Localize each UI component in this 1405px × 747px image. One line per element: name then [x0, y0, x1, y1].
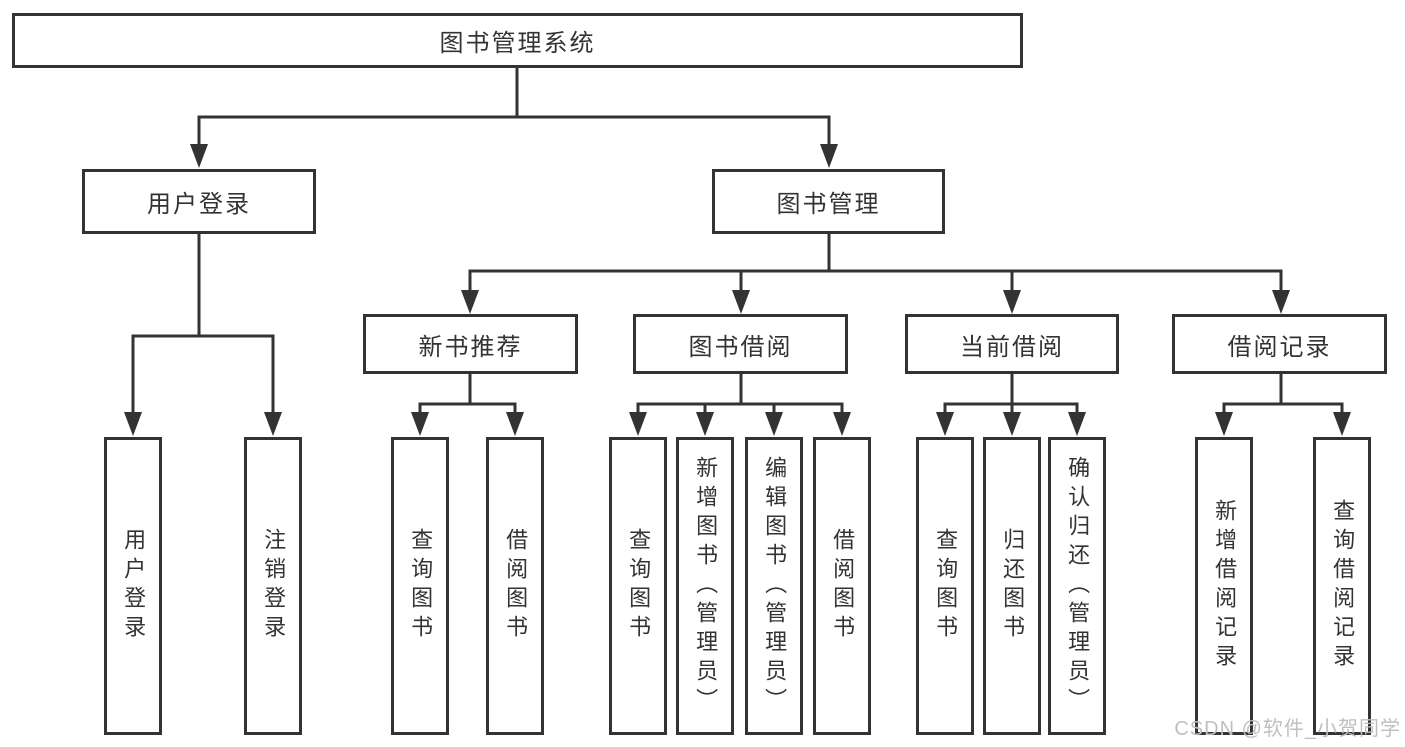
arrowhead — [732, 290, 750, 314]
arrowheads — [124, 144, 1351, 436]
arrowhead — [124, 412, 142, 436]
leaf-borrow-add-books-admin-label: 新增图书（管理员） — [693, 455, 719, 717]
node-library-system-label: 图书管理系统 — [439, 30, 596, 57]
leaf-borrow-add-books-admin: 新增图书（管理员） — [676, 437, 734, 735]
leaf-newbook-borrow-books-label: 借阅图书 — [503, 528, 529, 644]
node-book-management: 图书管理 — [712, 169, 945, 234]
csdn-watermark: CSDN @软件_小贺同学 — [1174, 718, 1401, 740]
leaf-records-add-record-label: 新增借阅记录 — [1212, 499, 1238, 673]
arrowhead — [1333, 412, 1351, 436]
leaf-newbook-query-books-label: 查询图书 — [408, 528, 434, 644]
leaf-user-login-label: 用户登录 — [121, 528, 147, 644]
arrowhead — [1068, 412, 1086, 436]
leaf-records-query-record: 查询借阅记录 — [1313, 437, 1371, 735]
leaf-user-login: 用户登录 — [104, 437, 162, 735]
leaf-records-add-record: 新增借阅记录 — [1195, 437, 1253, 735]
arrowhead — [411, 412, 429, 436]
leaf-logout-label: 注销登录 — [261, 528, 287, 644]
node-new-book-recommend: 新书推荐 — [363, 314, 578, 374]
connector-paths — [131, 68, 1344, 414]
arrowhead — [264, 412, 282, 436]
arrowhead — [1272, 290, 1290, 314]
leaf-current-confirm-return-admin: 确认归还（管理员） — [1048, 437, 1106, 735]
leaf-borrow-edit-books-admin-label: 编辑图书（管理员） — [762, 455, 788, 717]
leaf-current-query-books: 查询图书 — [916, 437, 974, 735]
arrowhead — [1003, 412, 1021, 436]
leaf-records-query-record-label: 查询借阅记录 — [1330, 499, 1356, 673]
arrowhead — [1215, 412, 1233, 436]
arrowhead — [506, 412, 524, 436]
arrowhead — [765, 412, 783, 436]
node-book-borrow: 图书借阅 — [633, 314, 848, 374]
leaf-current-confirm-return-admin-label: 确认归还（管理员） — [1065, 455, 1091, 717]
arrowhead — [461, 290, 479, 314]
node-user-login-branch: 用户登录 — [82, 169, 316, 234]
leaf-logout: 注销登录 — [244, 437, 302, 735]
arrowhead — [1003, 290, 1021, 314]
leaf-borrow-query-books: 查询图书 — [609, 437, 667, 735]
leaf-borrow-borrow-books-label: 借阅图书 — [830, 528, 856, 644]
node-new-book-recommend-label: 新书推荐 — [418, 333, 523, 361]
arrowhead — [833, 412, 851, 436]
node-borrow-records: 借阅记录 — [1172, 314, 1387, 374]
node-borrow-records-label: 借阅记录 — [1227, 333, 1332, 361]
leaf-newbook-query-books: 查询图书 — [391, 437, 449, 735]
node-library-system: 图书管理系统 — [12, 13, 1023, 68]
node-user-login-label: 用户登录 — [147, 191, 251, 218]
node-current-borrow: 当前借阅 — [905, 314, 1119, 374]
node-book-borrow-label: 图书借阅 — [688, 333, 793, 361]
leaf-borrow-query-books-label: 查询图书 — [626, 528, 652, 644]
leaf-borrow-edit-books-admin: 编辑图书（管理员） — [745, 437, 803, 735]
arrowhead — [629, 412, 647, 436]
node-book-management-label: 图书管理 — [776, 191, 881, 218]
leaf-newbook-borrow-books: 借阅图书 — [486, 437, 544, 735]
leaf-current-return-books-label: 归还图书 — [1000, 528, 1026, 644]
arrowhead — [696, 412, 714, 436]
arrowhead — [936, 412, 954, 436]
leaf-current-return-books: 归还图书 — [983, 437, 1041, 735]
leaf-current-query-books-label: 查询图书 — [933, 528, 959, 644]
node-current-borrow-label: 当前借阅 — [960, 333, 1064, 361]
leaf-borrow-borrow-books: 借阅图书 — [813, 437, 871, 735]
arrowhead — [190, 144, 208, 168]
arrowhead — [820, 144, 838, 168]
